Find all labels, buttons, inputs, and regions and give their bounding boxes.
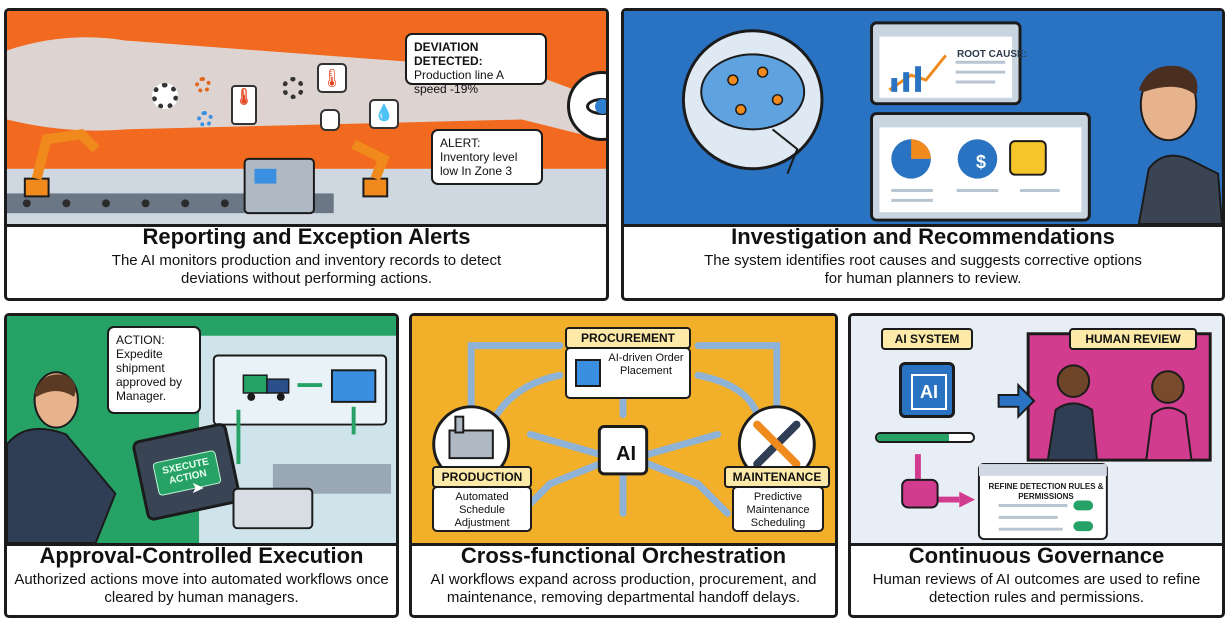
panel-title: Continuous Governance xyxy=(908,543,1165,568)
dollar-icon: $ xyxy=(975,152,986,172)
warehouse-icon xyxy=(575,359,601,387)
panel-1-caption: Reporting and Exception Alerts The AI mo… xyxy=(7,224,606,298)
panel-title: Investigation and Recommendations xyxy=(731,224,1115,249)
action-heading: ACTION: xyxy=(116,333,165,347)
panel-3-illustration: ACTION: Expedite shipment approved by Ma… xyxy=(7,316,396,546)
ai-progress-bar xyxy=(875,432,975,443)
maintenance-label: MAINTENANCE xyxy=(724,466,830,488)
panel-title: Reporting and Exception Alerts xyxy=(142,224,471,249)
database-icon xyxy=(320,109,340,131)
ai-progress-fill xyxy=(877,434,949,441)
procurement-label: PROCUREMENT xyxy=(565,327,691,349)
alert-heading: ALERT: xyxy=(440,136,481,150)
drop-icon: 💧 xyxy=(369,99,399,129)
action-approval-bubble: ACTION: Expedite shipment approved by Ma… xyxy=(107,326,201,414)
production-label: PRODUCTION xyxy=(432,466,532,488)
inventory-alert-bubble: ALERT: Inventory level low In Zone 3 xyxy=(431,129,543,185)
gear-icon xyxy=(197,111,213,127)
ai-chip-label: AI xyxy=(911,374,947,410)
panel-description: AI workflows expand across production, p… xyxy=(430,571,817,606)
panel-1-illustration: 🌡 🌡 💧 DEVIATION DETECTED: Production lin… xyxy=(7,11,606,227)
panel-description: Human reviews of AI outcomes are used to… xyxy=(872,571,1201,606)
panel-3-caption: Approval-Controlled Execution Authorized… xyxy=(7,543,396,615)
alert-body: Inventory level low In Zone 3 xyxy=(440,150,518,178)
panel-reporting-alerts: 🌡 🌡 💧 DEVIATION DETECTED: Production lin… xyxy=(4,8,609,301)
panel-2-caption: Investigation and Recommendations The sy… xyxy=(624,224,1222,298)
ai-system-label: AI SYSTEM xyxy=(881,328,973,350)
panel-description: Authorized actions move into automated w… xyxy=(14,571,389,606)
maintenance-detail: Predictive Maintenance Scheduling xyxy=(732,486,824,532)
procurement-detail-text: AI-driven Order Placement xyxy=(608,352,684,377)
thermometer-icon: 🌡 xyxy=(231,85,257,125)
root-cause-label: ROOT CAUSE: xyxy=(957,49,1027,60)
panel-title: Cross-functional Orchestration xyxy=(460,543,787,568)
panel-description: The system identifies root causes and su… xyxy=(704,252,1142,287)
panel-4-caption: Cross-functional Orchestration AI workfl… xyxy=(412,543,835,615)
panel-4-illustration: PROCUREMENT AI-driven Order Placement AI… xyxy=(412,316,835,546)
panel-5-illustration: AI SYSTEM AI HUMAN REVIEW REFINE DETECTI… xyxy=(851,316,1222,546)
deviation-body: Production line A speed -19% xyxy=(414,68,504,96)
panel-5-caption: Continuous Governance Human reviews of A… xyxy=(851,543,1222,615)
gear-icon xyxy=(152,83,178,109)
production-detail: Automated Schedule Adjustment xyxy=(432,486,532,532)
ai-hub: AI xyxy=(616,443,636,465)
gear-icon xyxy=(282,77,304,99)
action-body: Expedite shipment approved by Manager. xyxy=(116,347,183,403)
panel-title: Approval-Controlled Execution xyxy=(39,543,364,568)
panel-2-illustration: $ ROOT CAUSE: xyxy=(624,11,1222,227)
cursor-icon: ➤ xyxy=(191,480,205,497)
procurement-detail: AI-driven Order Placement xyxy=(565,347,691,399)
panel-approval-execution: ACTION: Expedite shipment approved by Ma… xyxy=(4,313,399,618)
ai-chip-icon: AI xyxy=(899,362,955,418)
panel-orchestration: PROCUREMENT AI-driven Order Placement AI… xyxy=(409,313,838,618)
gear-icon xyxy=(195,77,211,93)
refine-rules-label: REFINE DETECTION RULES & PERMISSIONS xyxy=(988,482,1104,501)
panel-governance: AI SYSTEM AI HUMAN REVIEW REFINE DETECTI… xyxy=(848,313,1225,618)
panel-description: The AI monitors production and inventory… xyxy=(111,252,502,287)
panel-investigation: $ ROOT CAUSE: Investigation and Recommen… xyxy=(621,8,1225,301)
human-review-label: HUMAN REVIEW xyxy=(1069,328,1197,350)
deviation-bubble: DEVIATION DETECTED: Production line A sp… xyxy=(405,33,547,96)
deviation-heading: DEVIATION DETECTED: xyxy=(414,40,483,68)
thermometer-icon: 🌡 xyxy=(317,63,347,93)
